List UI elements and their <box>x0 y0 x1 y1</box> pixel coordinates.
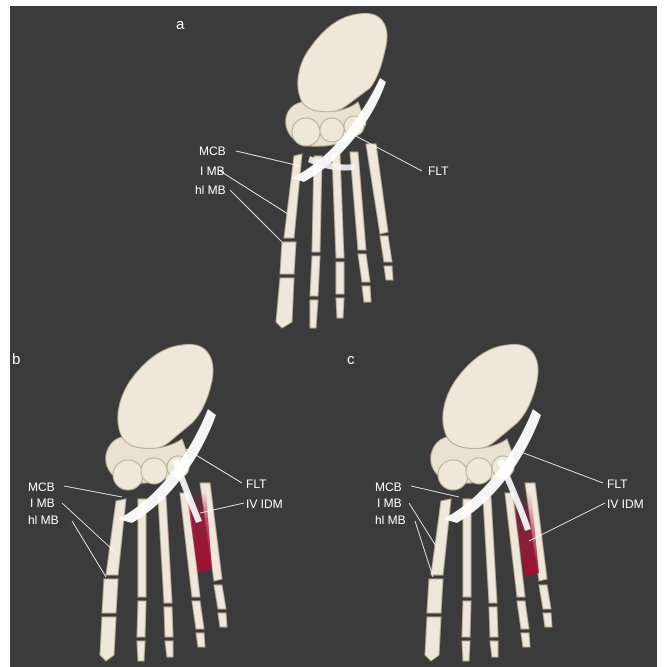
mcb-label: MCB <box>28 480 55 494</box>
imb-label: I MB <box>377 496 402 510</box>
panel-a: a MCB I MB hl MB FLT <box>10 6 657 341</box>
mcb-label: MCB <box>375 480 402 494</box>
flt-label: FLT <box>428 164 448 178</box>
hlmb-leader <box>72 521 106 577</box>
imb-leader <box>220 171 288 214</box>
foot-skeleton-illustration <box>10 341 333 667</box>
flt-label: FLT <box>246 477 266 491</box>
hlmb-leader <box>415 521 433 577</box>
panel-a-letter: a <box>176 16 184 33</box>
panel-c: c MCB I MB hl MB FLT IV IDM <box>333 341 657 667</box>
imb-label: I MB <box>30 496 55 510</box>
flt-leader <box>186 449 242 483</box>
mcb-leader <box>236 151 300 166</box>
flt-label: FLT <box>607 477 627 491</box>
mcb-label: MCB <box>199 144 226 158</box>
idm-label: IV IDM <box>607 497 644 511</box>
imb-leader <box>409 503 439 551</box>
panel-b: b MCB I MB hl MB FLT IV IDM <box>10 341 333 667</box>
panel-c-letter: c <box>347 351 355 368</box>
mcb-leader <box>64 486 122 497</box>
hlmb-label: hl MB <box>375 513 406 527</box>
idm-leader <box>529 503 605 541</box>
idm-label: IV IDM <box>246 497 283 511</box>
foot-skeleton-illustration <box>10 6 657 341</box>
hlmb-label: hl MB <box>28 513 59 527</box>
hlmb-label: hl MB <box>195 183 226 197</box>
imb-leader <box>62 503 114 551</box>
panel-b-letter: b <box>12 351 20 368</box>
flt-leader <box>352 134 422 171</box>
hlmb-leader <box>230 190 282 242</box>
flt-leader <box>513 449 603 483</box>
imb-label: I MB <box>200 164 225 178</box>
